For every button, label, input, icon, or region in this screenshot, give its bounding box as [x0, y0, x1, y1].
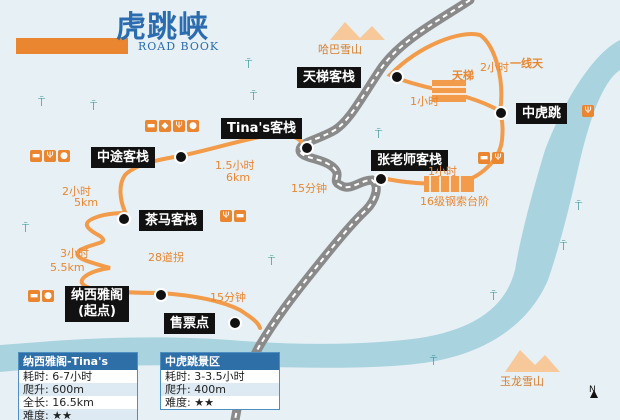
label-yulong: 玉龙雪山 — [500, 375, 544, 388]
info-difficulty: 难度: ★★ — [19, 409, 137, 420]
seg-t1b: 6km — [226, 171, 251, 184]
tree-icon: ⍑ — [490, 289, 498, 303]
seg-h2: 2小时 — [480, 61, 509, 74]
info-time: 耗时: 3-3.5小时 — [165, 370, 245, 383]
food-icon: Ψ — [582, 105, 594, 117]
seg-m15a: 15分钟 — [291, 182, 327, 195]
label-naxi-text: 纳西雅阁 (起点) — [71, 288, 124, 319]
seg-bends: 28道拐 — [148, 251, 184, 264]
map-subtitle: ROAD BOOK — [138, 40, 220, 53]
info-box-scenic-title: 中虎跳景区 — [161, 353, 279, 370]
info-time: 耗时: 6-7小时 — [23, 370, 93, 383]
trail-lower — [158, 291, 262, 330]
cafe-icon: ● — [42, 290, 54, 302]
cafe-icon: ● — [187, 120, 199, 132]
tree-icon: ⍑ — [250, 89, 258, 103]
label-haba: 哈巴雪山 — [318, 43, 362, 56]
tree-icon: ⍑ — [575, 199, 583, 213]
ladder-steps — [424, 176, 474, 192]
dot-zhanglaoshi[interactable] — [374, 172, 388, 186]
info-climb: 爬升: 400m — [161, 383, 279, 396]
seg-h1: 1小时 — [410, 95, 439, 108]
tree-icon: ⍑ — [268, 254, 276, 268]
tree-icon: ⍑ — [90, 99, 98, 113]
seg-t2b: 5km — [74, 196, 99, 209]
bed-icon: ▬ — [28, 290, 40, 302]
info-difficulty: 难度: ★★ — [165, 396, 214, 409]
dot-tianti[interactable] — [390, 70, 404, 84]
cafe-icon: ● — [58, 150, 70, 162]
seg-m15b: 15分钟 — [210, 291, 246, 304]
food-icon: Ψ — [492, 152, 504, 164]
tree-icon: ⍑ — [560, 239, 568, 253]
info-length: 全长: 16.5km — [23, 396, 94, 409]
label-zhonghutiao: 中虎跳 — [516, 103, 568, 124]
mountain-haba — [330, 22, 385, 40]
map-title: 虎跳峡 — [116, 10, 209, 45]
tree-icon: ⍑ — [245, 57, 253, 71]
seg-t1: 1.5小时 — [215, 159, 255, 172]
north-label: N — [589, 385, 596, 395]
seg-tianti: 天梯 — [452, 69, 474, 82]
label-zhongtu: 中途客栈 — [91, 147, 156, 168]
ladder-tianti — [432, 80, 466, 102]
dot-naxi[interactable] — [154, 288, 168, 302]
label-naxi: 纳西雅阁 (起点) — [65, 286, 130, 322]
tree-icon: ⍑ — [375, 127, 383, 141]
facilities-zhongtu: ▬Ψ● — [30, 150, 70, 162]
food-icon: Ψ — [44, 150, 56, 162]
compass-icon — [590, 390, 598, 398]
info-box-scenic: 中虎跳景区 耗时: 3-3.5小时 爬升: 400m 难度: ★★ — [160, 352, 280, 410]
seg-t2: 2小时 — [62, 185, 91, 198]
label-tinas: Tina's客栈 — [221, 118, 303, 139]
bed-icon: ▬ — [234, 210, 246, 222]
title-banner — [16, 38, 128, 54]
info-box-trail-title: 纳西雅阁-Tina's — [19, 353, 137, 370]
label-shoupiao: 售票点 — [164, 313, 216, 334]
tree-icon: ⍑ — [38, 95, 46, 109]
food-icon: Ψ — [220, 210, 232, 222]
facilities-tinas: ▬◆Ψ● — [145, 120, 199, 132]
dot-shoupiao[interactable] — [228, 316, 242, 330]
label-zhanglaoshi: 张老师客栈 — [371, 150, 449, 171]
facilities-zhonghutiao: Ψ — [582, 105, 594, 117]
facilities-zhanglaoshi: ▬Ψ — [478, 152, 504, 164]
label-tianti: 天梯客栈 — [297, 67, 362, 88]
dot-zhonghutiao[interactable] — [494, 106, 508, 120]
label-chama: 茶马客栈 — [139, 210, 204, 231]
seg-t3: 3小时 — [60, 247, 89, 260]
seg-h1b: 1小时 — [428, 165, 457, 178]
info-climb: 爬升: 600m — [19, 383, 137, 396]
seg-t3b: 5.5km — [50, 261, 85, 274]
facilities-chama: Ψ▬ — [220, 210, 246, 222]
car-icon: ◆ — [159, 120, 171, 132]
info-box-trail: 纳西雅阁-Tina's 耗时: 6-7小时 爬升: 600m 全长: 16.5k… — [18, 352, 138, 420]
mountain-yulong — [505, 350, 560, 372]
dot-chama[interactable] — [117, 212, 131, 226]
dot-zhongtu[interactable] — [174, 150, 188, 164]
bed-icon: ▬ — [145, 120, 157, 132]
dot-tinas[interactable] — [300, 141, 314, 155]
trail-main — [75, 132, 307, 295]
seg-yiqi: 一线天 — [510, 57, 543, 70]
bed-icon: ▬ — [30, 150, 42, 162]
tree-icon: ⍑ — [22, 221, 30, 235]
facilities-naxi: ▬● — [28, 290, 54, 302]
tree-icon: ⍑ — [430, 354, 438, 368]
bed-icon: ▬ — [478, 152, 490, 164]
seg-steps: 16级钢索台阶 — [420, 195, 489, 208]
food-icon: Ψ — [173, 120, 185, 132]
